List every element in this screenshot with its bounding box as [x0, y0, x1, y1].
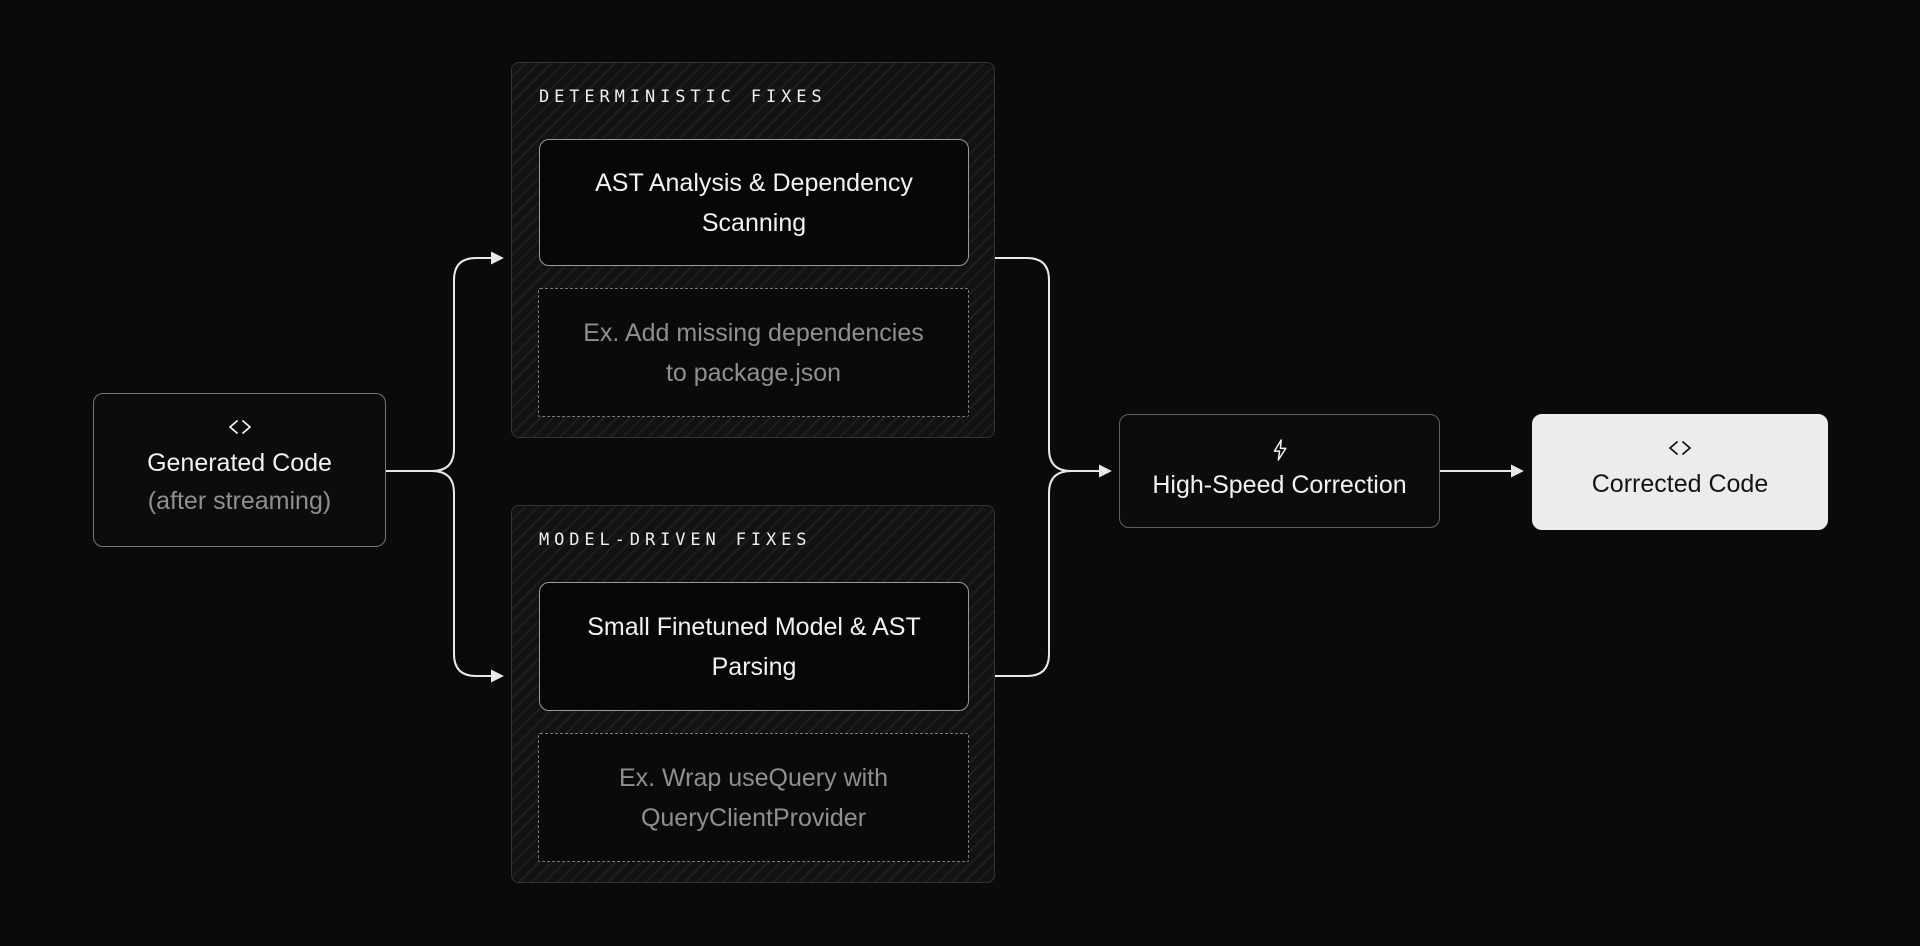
node-generated-code: Generated Code (after streaming): [93, 393, 386, 547]
node-high-speed-correction: High-Speed Correction: [1119, 414, 1440, 528]
node-ast-analysis: AST Analysis & Dependency Scanning: [539, 139, 969, 266]
edge-generated-to-model: [431, 470, 504, 683]
panel-title: DETERMINISTIC FIXES: [539, 87, 827, 107]
panel-model-driven-fixes: MODEL-DRIVEN FIXES Small Finetuned Model…: [511, 505, 995, 883]
panel-title: MODEL-DRIVEN FIXES: [539, 530, 812, 550]
edge-deterministic-to-merge: [994, 257, 1072, 472]
panel-deterministic-fixes: DETERMINISTIC FIXES AST Analysis & Depen…: [511, 62, 995, 438]
edge-generated-to-deterministic: [385, 251, 504, 472]
example-model-driven: Ex. Wrap useQuery with QueryClientProvid…: [538, 733, 969, 862]
node-title: Generated Code: [147, 449, 332, 477]
code-icon: [1668, 441, 1692, 455]
edge-model-to-merge: [994, 470, 1072, 677]
node-title: Corrected Code: [1591, 470, 1769, 498]
example-deterministic: Ex. Add missing dependencies to package.…: [538, 288, 969, 417]
node-small-finetuned-model: Small Finetuned Model & AST Parsing: [539, 582, 969, 711]
step-label: Small Finetuned Model & AST Parsing: [587, 612, 921, 681]
lightning-icon: [1271, 438, 1289, 462]
example-label: Ex. Wrap useQuery with QueryClientProvid…: [618, 763, 889, 832]
step-label: AST Analysis & Dependency Scanning: [595, 168, 913, 237]
node-subtitle: (after streaming): [147, 487, 332, 515]
node-corrected-code: Corrected Code: [1532, 414, 1828, 530]
example-label: Ex. Add missing dependencies to package.…: [583, 318, 924, 387]
node-title: High-Speed Correction: [1152, 471, 1407, 499]
code-icon: [228, 420, 252, 434]
